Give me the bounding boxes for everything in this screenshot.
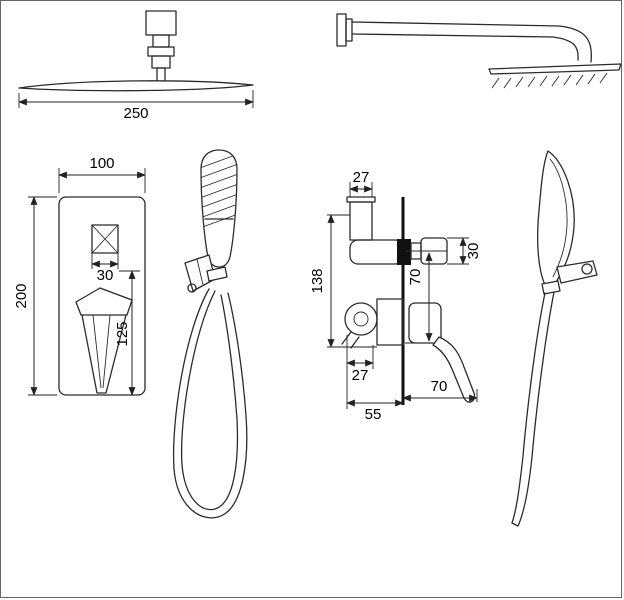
dim-plate-height: 200: [13, 283, 30, 308]
inlet-top-pipe: [349, 201, 373, 241]
handle-lever: [432, 336, 476, 403]
lower-spout-lines: [341, 331, 360, 349]
valve-upper-body: [349, 239, 404, 265]
valve-lower-body: [376, 298, 404, 346]
shower-head-stem: [145, 10, 177, 83]
mixer-plate: [58, 196, 146, 396]
hose-nut: [206, 266, 228, 282]
diverter-knob: [91, 224, 119, 254]
hose-side: [511, 291, 555, 527]
mixer-plate-front-view: 100 30 200 125: [13, 155, 146, 396]
rain-shower-front-view: 250: [18, 10, 254, 122]
bracket-side: [556, 260, 598, 284]
dim-valve-body-depth: 55: [365, 406, 382, 423]
dim-rain-head-width: 250: [123, 105, 148, 122]
arm-wall-flange-inner: [345, 18, 353, 42]
hand-shower-front-view: [172, 149, 248, 519]
wall-flange-dark: [397, 239, 411, 265]
dim-handle-reach: 70: [431, 378, 448, 395]
hose-nut-side: [541, 280, 561, 295]
inlet-top-cap: [346, 196, 376, 203]
valve-lower-inlet: [344, 302, 378, 336]
dim-handle-length: 125: [114, 321, 131, 346]
arm-tube: [351, 21, 592, 63]
dim-outlet-height: 30: [465, 243, 482, 260]
dim-rain-head-width-lines: [18, 90, 254, 108]
shower-arm-side-view: [336, 13, 622, 89]
dim-valve-body-height: 138: [309, 268, 326, 293]
dim-plate-width: 100: [89, 155, 114, 172]
spray-hatch-lines: [491, 72, 608, 89]
hand-shower-wand: [200, 149, 238, 268]
hand-shower-side-view: [511, 150, 598, 527]
dim-inlet-bottom-width: 27: [352, 367, 369, 384]
arm-wall-flange: [336, 13, 347, 47]
dim-outlet-to-handle-drop: 70: [407, 269, 424, 286]
rain-head-disc: [18, 80, 254, 92]
dim-diverter-width: 30: [97, 267, 114, 284]
handle-base: [408, 302, 442, 344]
arm-head-edge: [488, 63, 622, 75]
shower-hose: [172, 288, 248, 519]
mixer-valve-side-view: 27 30 70 138 27 55 70: [309, 169, 482, 423]
dim-inlet-top-width: 27: [353, 169, 370, 186]
